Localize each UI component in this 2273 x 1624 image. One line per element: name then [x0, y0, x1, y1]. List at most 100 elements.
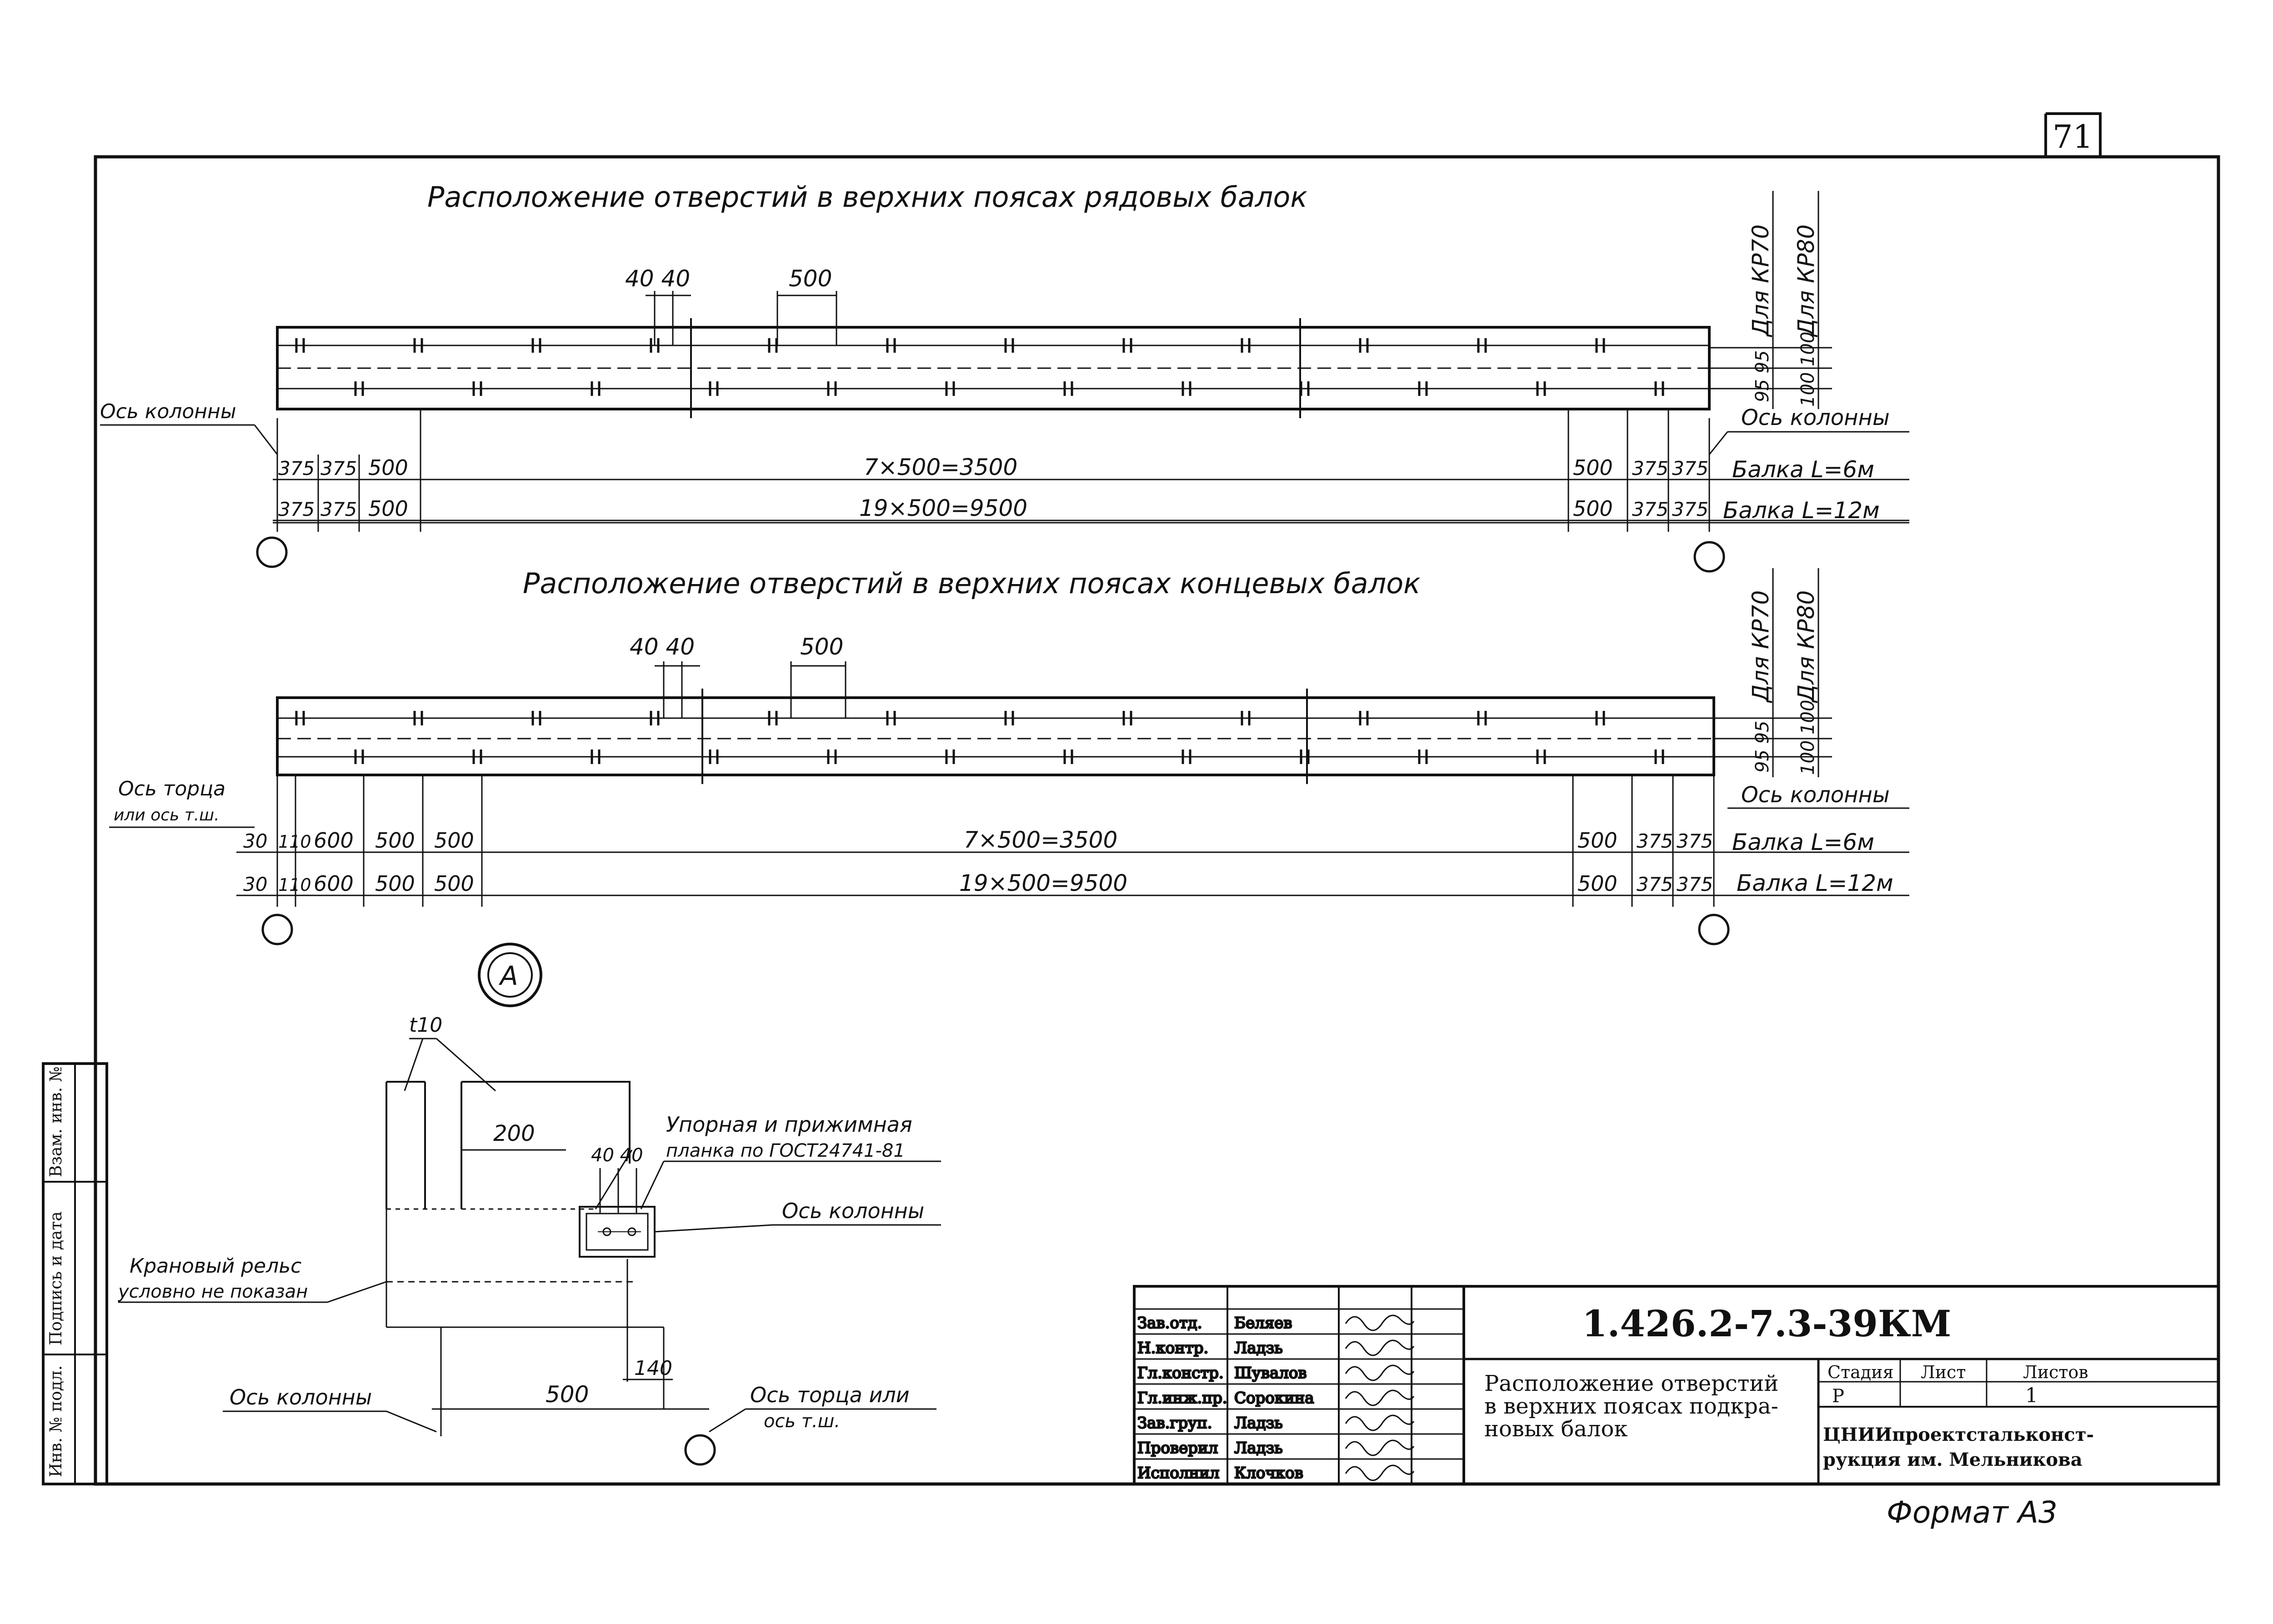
detail-axis-end-line1: Ось торца или [750, 1383, 910, 1407]
title-block-role: Гл.констр. [1137, 1364, 1224, 1382]
drawing-code: 1.426.2-7.3-39КМ [1582, 1302, 1951, 1345]
detail-stop-plate-line1: Упорная и прижимная [666, 1112, 912, 1137]
title-block-name: Сорокина [1234, 1389, 1314, 1407]
section1-row1-right-3: 375 [1672, 457, 1708, 480]
section2-for-kr80: Для КР80 [1793, 590, 1819, 703]
section2-row1-mid: 7×500=3500 [964, 827, 1117, 853]
section1-dim-rows: 375 375 500 7×500=3500 500 375 375 Балка… [273, 409, 1909, 532]
format-label: Формат А3 [1887, 1495, 2058, 1530]
title-block-name: Ладзь [1234, 1439, 1283, 1457]
sheet-number-box [2044, 112, 2102, 157]
signature-scribble [1345, 1339, 1415, 1356]
section1-axis-right: Ось колонны [1741, 405, 1890, 430]
section1-row1-right-2: 375 [1632, 457, 1668, 480]
title-block-role: Зав.груп. [1137, 1414, 1212, 1432]
detail-dim-40-40: 40 40 [591, 1145, 643, 1166]
detail-a: А t10 200 40 40 Упорная и прижимная план… [118, 943, 941, 1466]
section1-row2-right-2: 375 [1632, 498, 1668, 520]
title-block-name: Ладзь [1234, 1414, 1283, 1432]
detail-rail-line1: Крановый рельс [130, 1254, 301, 1278]
section2-beam [276, 689, 1715, 784]
sheets-header: Листов [2023, 1362, 2088, 1382]
section1-side-dims: Для КР70 Для КР80 95 95 100 100 [1709, 191, 1832, 409]
section2-row1-left-5: 500 [434, 828, 474, 853]
section1-for-kr70: Для КР70 [1747, 225, 1774, 337]
section2-axis-marker-left [261, 914, 293, 945]
section1-row2-left-2: 375 [320, 498, 357, 520]
section2-dim-100-100: 100 100 [1797, 700, 1818, 775]
section1-dim-100-100: 100 100 [1797, 332, 1818, 407]
detail-plate-thickness: t10 [409, 1014, 442, 1037]
section2-row1-left-2: 110 [278, 832, 311, 852]
stage-header: Стадия [1827, 1362, 1893, 1382]
detail-stop-plate-line2: планка по ГОСТ24741-81 [666, 1140, 905, 1161]
section1-row1-right-1: 500 [1573, 455, 1613, 480]
section2-row2-right-1: 500 [1577, 871, 1617, 896]
signature-scribble [1345, 1439, 1415, 1456]
detail-dim-140: 140 [634, 1357, 672, 1380]
org-line1: ЦНИИпроектстальконст- [1823, 1424, 2094, 1445]
section1-dim-40-40: 40 40 [625, 265, 690, 292]
section1-row1-left-3: 500 [368, 455, 408, 480]
section1-axis-marker-left [256, 536, 288, 568]
section2-dim-95-95: 95 95 [1752, 720, 1773, 773]
side-stamp: Инв. № подл. Подпись и дата Взам. инв. № [42, 1062, 108, 1485]
section1-row2-right-1: 500 [1573, 496, 1613, 521]
title-block-role: Зав.отд. [1137, 1314, 1202, 1332]
stamp-replace-label: Взам. инв. № [47, 1066, 65, 1177]
section1-row1-left-2: 375 [320, 457, 357, 480]
section1-row1-left-1: 375 [278, 457, 315, 480]
detail-axis-end-line2: ось т.ш. [764, 1411, 840, 1432]
detail-rail-line2: условно не показан [118, 1281, 308, 1302]
section2-dim-500: 500 [800, 634, 843, 660]
section2-row2-right-2: 375 [1637, 873, 1673, 895]
section1-top-dims: 40 40 500 [625, 265, 837, 345]
section1-row2-left-3: 500 [368, 496, 408, 521]
section1-dim-500: 500 [789, 265, 832, 292]
title-block-role: Н.контр. [1137, 1339, 1208, 1357]
title-block-name: Клочков [1234, 1464, 1303, 1482]
stamp-inv-label: Инв. № подл. [47, 1365, 65, 1477]
section2-row2-mid: 19×500=9500 [959, 870, 1127, 896]
section1-row1-mid: 7×500=3500 [864, 454, 1017, 480]
title-desc-line2: в верхних поясах подкра- [1484, 1394, 1778, 1419]
section1-row2-left-1: 375 [278, 498, 315, 520]
signature-scribble [1345, 1414, 1415, 1431]
title-block-role: Проверил [1137, 1439, 1218, 1457]
section2-row1-right-2: 375 [1637, 830, 1673, 852]
title-block-role: Гл.инж.пр. [1137, 1389, 1227, 1407]
section2-axis-left-line1: Ось торца [118, 777, 225, 800]
section2-row1-right-1: 500 [1577, 828, 1617, 853]
section2-dim-rows: 30 110 600 500 500 7×500=3500 500 375 37… [236, 775, 1909, 907]
title-block-role: Исполнил [1137, 1464, 1219, 1482]
detail-axis-marker [684, 1434, 716, 1466]
section1-row2-label: Балка L=12м [1723, 497, 1880, 524]
title-desc-line3: новых балок [1484, 1416, 1627, 1442]
title-block-name: Ладзь [1234, 1339, 1283, 1357]
section2-row1-label: Балка L=6м [1732, 829, 1874, 855]
sheet-number: 71 [2053, 118, 2093, 155]
signature-scribble [1345, 1314, 1415, 1331]
signature-scribble [1345, 1389, 1415, 1406]
detail-mark: А [498, 960, 518, 991]
section2-dim-40-40: 40 40 [630, 634, 695, 660]
section2-row2-left-5: 500 [434, 871, 474, 896]
stage-value: Р [1832, 1386, 1844, 1407]
stamp-signature-label: Подпись и дата [47, 1211, 65, 1345]
section2-row2-left-3: 600 [314, 871, 354, 896]
sheet-value: 1 [2025, 1384, 2038, 1407]
section2-row1-left-3: 600 [314, 828, 354, 853]
section1-dim-95-95: 95 95 [1752, 350, 1773, 402]
section1-for-kr80: Для КР80 [1793, 225, 1819, 337]
section2-row1-left-1: 30 [243, 830, 267, 852]
title-block-name: Шувалов [1234, 1364, 1307, 1382]
detail-axis-column: Ось колонны [782, 1199, 924, 1223]
section2-for-kr70: Для КР70 [1747, 590, 1774, 703]
section2-row1-left-4: 500 [375, 828, 415, 853]
detail-dim-200: 200 [493, 1121, 535, 1146]
section2-side-dims: Для КР70 Для КР80 95 95 100 100 [1714, 568, 1832, 777]
section2-row2-left-2: 110 [278, 875, 311, 895]
section2-row2-left-4: 500 [375, 871, 415, 896]
sheet-header: Лист [1921, 1362, 1966, 1382]
